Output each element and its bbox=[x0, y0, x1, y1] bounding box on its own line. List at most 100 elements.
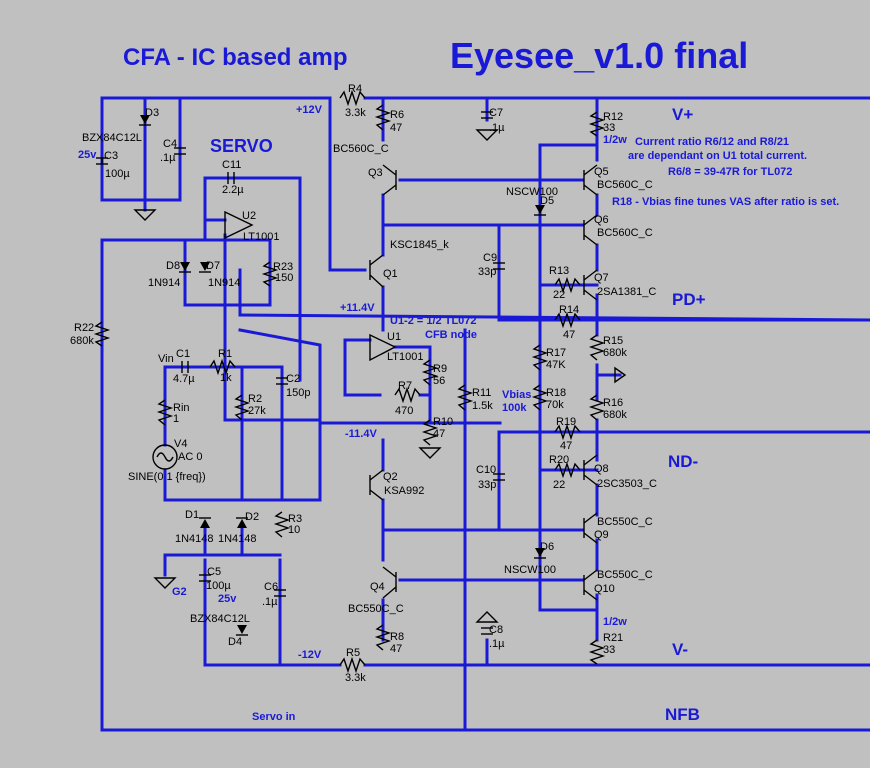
label-r10: R10 bbox=[433, 416, 453, 428]
label-d6: D6 bbox=[540, 541, 554, 553]
label-d4: D4 bbox=[228, 636, 242, 648]
value-d4: BZX84C12L bbox=[190, 613, 250, 625]
net-nfb: NFB bbox=[665, 705, 700, 724]
value-c9: 33p bbox=[478, 266, 496, 278]
note-25v-b: 25v bbox=[218, 593, 237, 605]
v4-symbol bbox=[152, 444, 178, 470]
value-q3: BC560C_C bbox=[333, 143, 389, 155]
title-right: Eyesee_v1.0 final bbox=[450, 35, 748, 76]
label-r8: R8 bbox=[390, 631, 404, 643]
r4-symbol bbox=[339, 89, 366, 107]
value-r20: 22 bbox=[553, 479, 565, 491]
label-q10: Q10 bbox=[594, 583, 615, 595]
r14-symbol bbox=[554, 311, 581, 329]
r16-symbol bbox=[588, 394, 606, 421]
label-r19: R19 bbox=[556, 416, 576, 428]
label-q1: Q1 bbox=[383, 268, 398, 280]
label-r21: R21 bbox=[603, 632, 623, 644]
value-u2: LT1001 bbox=[243, 231, 280, 243]
r10-symbol bbox=[421, 419, 439, 446]
label-q3: Q3 bbox=[368, 167, 383, 179]
label-c1: C1 bbox=[176, 348, 190, 360]
value-d2: 1N4148 bbox=[218, 533, 257, 545]
label-u2: U2 bbox=[242, 210, 256, 222]
value-c6: .1µ bbox=[262, 596, 278, 608]
r2-symbol bbox=[233, 394, 251, 421]
label-r3: R3 bbox=[288, 513, 302, 525]
note-3: R6/8 = 39-47R for TL072 bbox=[668, 166, 792, 178]
r7-symbol bbox=[394, 386, 421, 404]
notes: Current ratio R6/12 and R8/21 are depend… bbox=[78, 134, 839, 628]
components bbox=[93, 89, 627, 674]
diode-symbols bbox=[139, 115, 546, 636]
value-r17: 47K bbox=[546, 359, 566, 371]
value-c2: 150p bbox=[286, 387, 310, 399]
value-u1: LT1001 bbox=[387, 351, 424, 363]
value-r6: 47 bbox=[390, 122, 402, 134]
value-q7: 2SA1381_C bbox=[597, 286, 656, 298]
label-c4: C4 bbox=[163, 138, 177, 150]
label-r22: R22 bbox=[74, 322, 94, 334]
label-c11: C11 bbox=[222, 159, 241, 171]
label-rin: Rin bbox=[173, 402, 190, 414]
r22-symbol bbox=[93, 321, 111, 347]
net-vbias-value: 100k bbox=[502, 402, 527, 414]
net-cfb: CFB node bbox=[425, 329, 477, 341]
value-q2: KSA992 bbox=[384, 485, 424, 497]
value-d7: 1N914 bbox=[208, 277, 240, 289]
net-plus12: +12V bbox=[296, 104, 323, 116]
value-q1: KSC1845_k bbox=[390, 239, 449, 251]
label-r13: R13 bbox=[549, 265, 569, 277]
label-d7: D7 bbox=[206, 260, 220, 272]
value-r2: 27k bbox=[248, 405, 266, 417]
value-r19: 47 bbox=[560, 440, 572, 452]
note-u12: U1-2 = 1/2 TL072 bbox=[390, 315, 477, 327]
label-r15: R15 bbox=[603, 335, 623, 347]
value-rin: 1 bbox=[173, 413, 179, 425]
net-g2: G2 bbox=[172, 586, 187, 598]
label-r23: R23 bbox=[273, 261, 293, 273]
net-minus11: -11.4V bbox=[345, 428, 377, 440]
label-d8: D8 bbox=[166, 260, 180, 272]
value-r3: 10 bbox=[288, 524, 300, 536]
spec-v4: SINE(0 1 {freq}) bbox=[128, 471, 206, 483]
label-r18: R18 bbox=[546, 387, 566, 399]
label-q8: Q8 bbox=[594, 463, 609, 475]
value-q9: BC550C_C bbox=[597, 516, 653, 528]
value-c11: 2.2µ bbox=[222, 184, 244, 196]
value-c5: 100µ bbox=[206, 580, 231, 592]
label-r6: R6 bbox=[390, 109, 404, 121]
label-c8: C8 bbox=[489, 624, 503, 636]
label-c6: C6 bbox=[264, 581, 278, 593]
r12-symbol bbox=[588, 111, 606, 137]
label-d3: D3 bbox=[145, 107, 159, 119]
value-c4: .1µ bbox=[160, 152, 176, 164]
r9-symbol bbox=[421, 359, 439, 386]
r1-symbol bbox=[209, 358, 236, 376]
label-r1: R1 bbox=[218, 348, 232, 360]
label-r11: R11 bbox=[472, 387, 491, 399]
label-q2: Q2 bbox=[383, 471, 398, 483]
value-r15: 680k bbox=[603, 347, 627, 359]
value-c7: .1µ bbox=[489, 122, 505, 134]
label-q6: Q6 bbox=[594, 214, 609, 226]
wires bbox=[100, 96, 870, 732]
value-r1: 1k bbox=[220, 372, 232, 384]
label-c2: C2 bbox=[286, 373, 300, 385]
value-d1: 1N4148 bbox=[175, 533, 214, 545]
value-d8: 1N914 bbox=[148, 277, 180, 289]
value-r22: 680k bbox=[70, 335, 94, 347]
label-c3: C3 bbox=[104, 150, 118, 162]
note-25v-a: 25v bbox=[78, 149, 97, 161]
value-r18: 70k bbox=[546, 399, 564, 411]
note-1: Current ratio R6/12 and R8/21 bbox=[635, 136, 789, 148]
value-r12: 33 bbox=[603, 122, 615, 134]
label-c5: C5 bbox=[207, 566, 221, 578]
label-r5: R5 bbox=[346, 647, 360, 659]
value-r13: 22 bbox=[553, 289, 565, 301]
value-c8: .1µ bbox=[489, 638, 505, 650]
r17-symbol bbox=[531, 344, 549, 371]
label-r17: R17 bbox=[546, 347, 566, 359]
net-vin: Vin bbox=[158, 353, 174, 365]
value-q6: BC560C_C bbox=[597, 227, 653, 239]
